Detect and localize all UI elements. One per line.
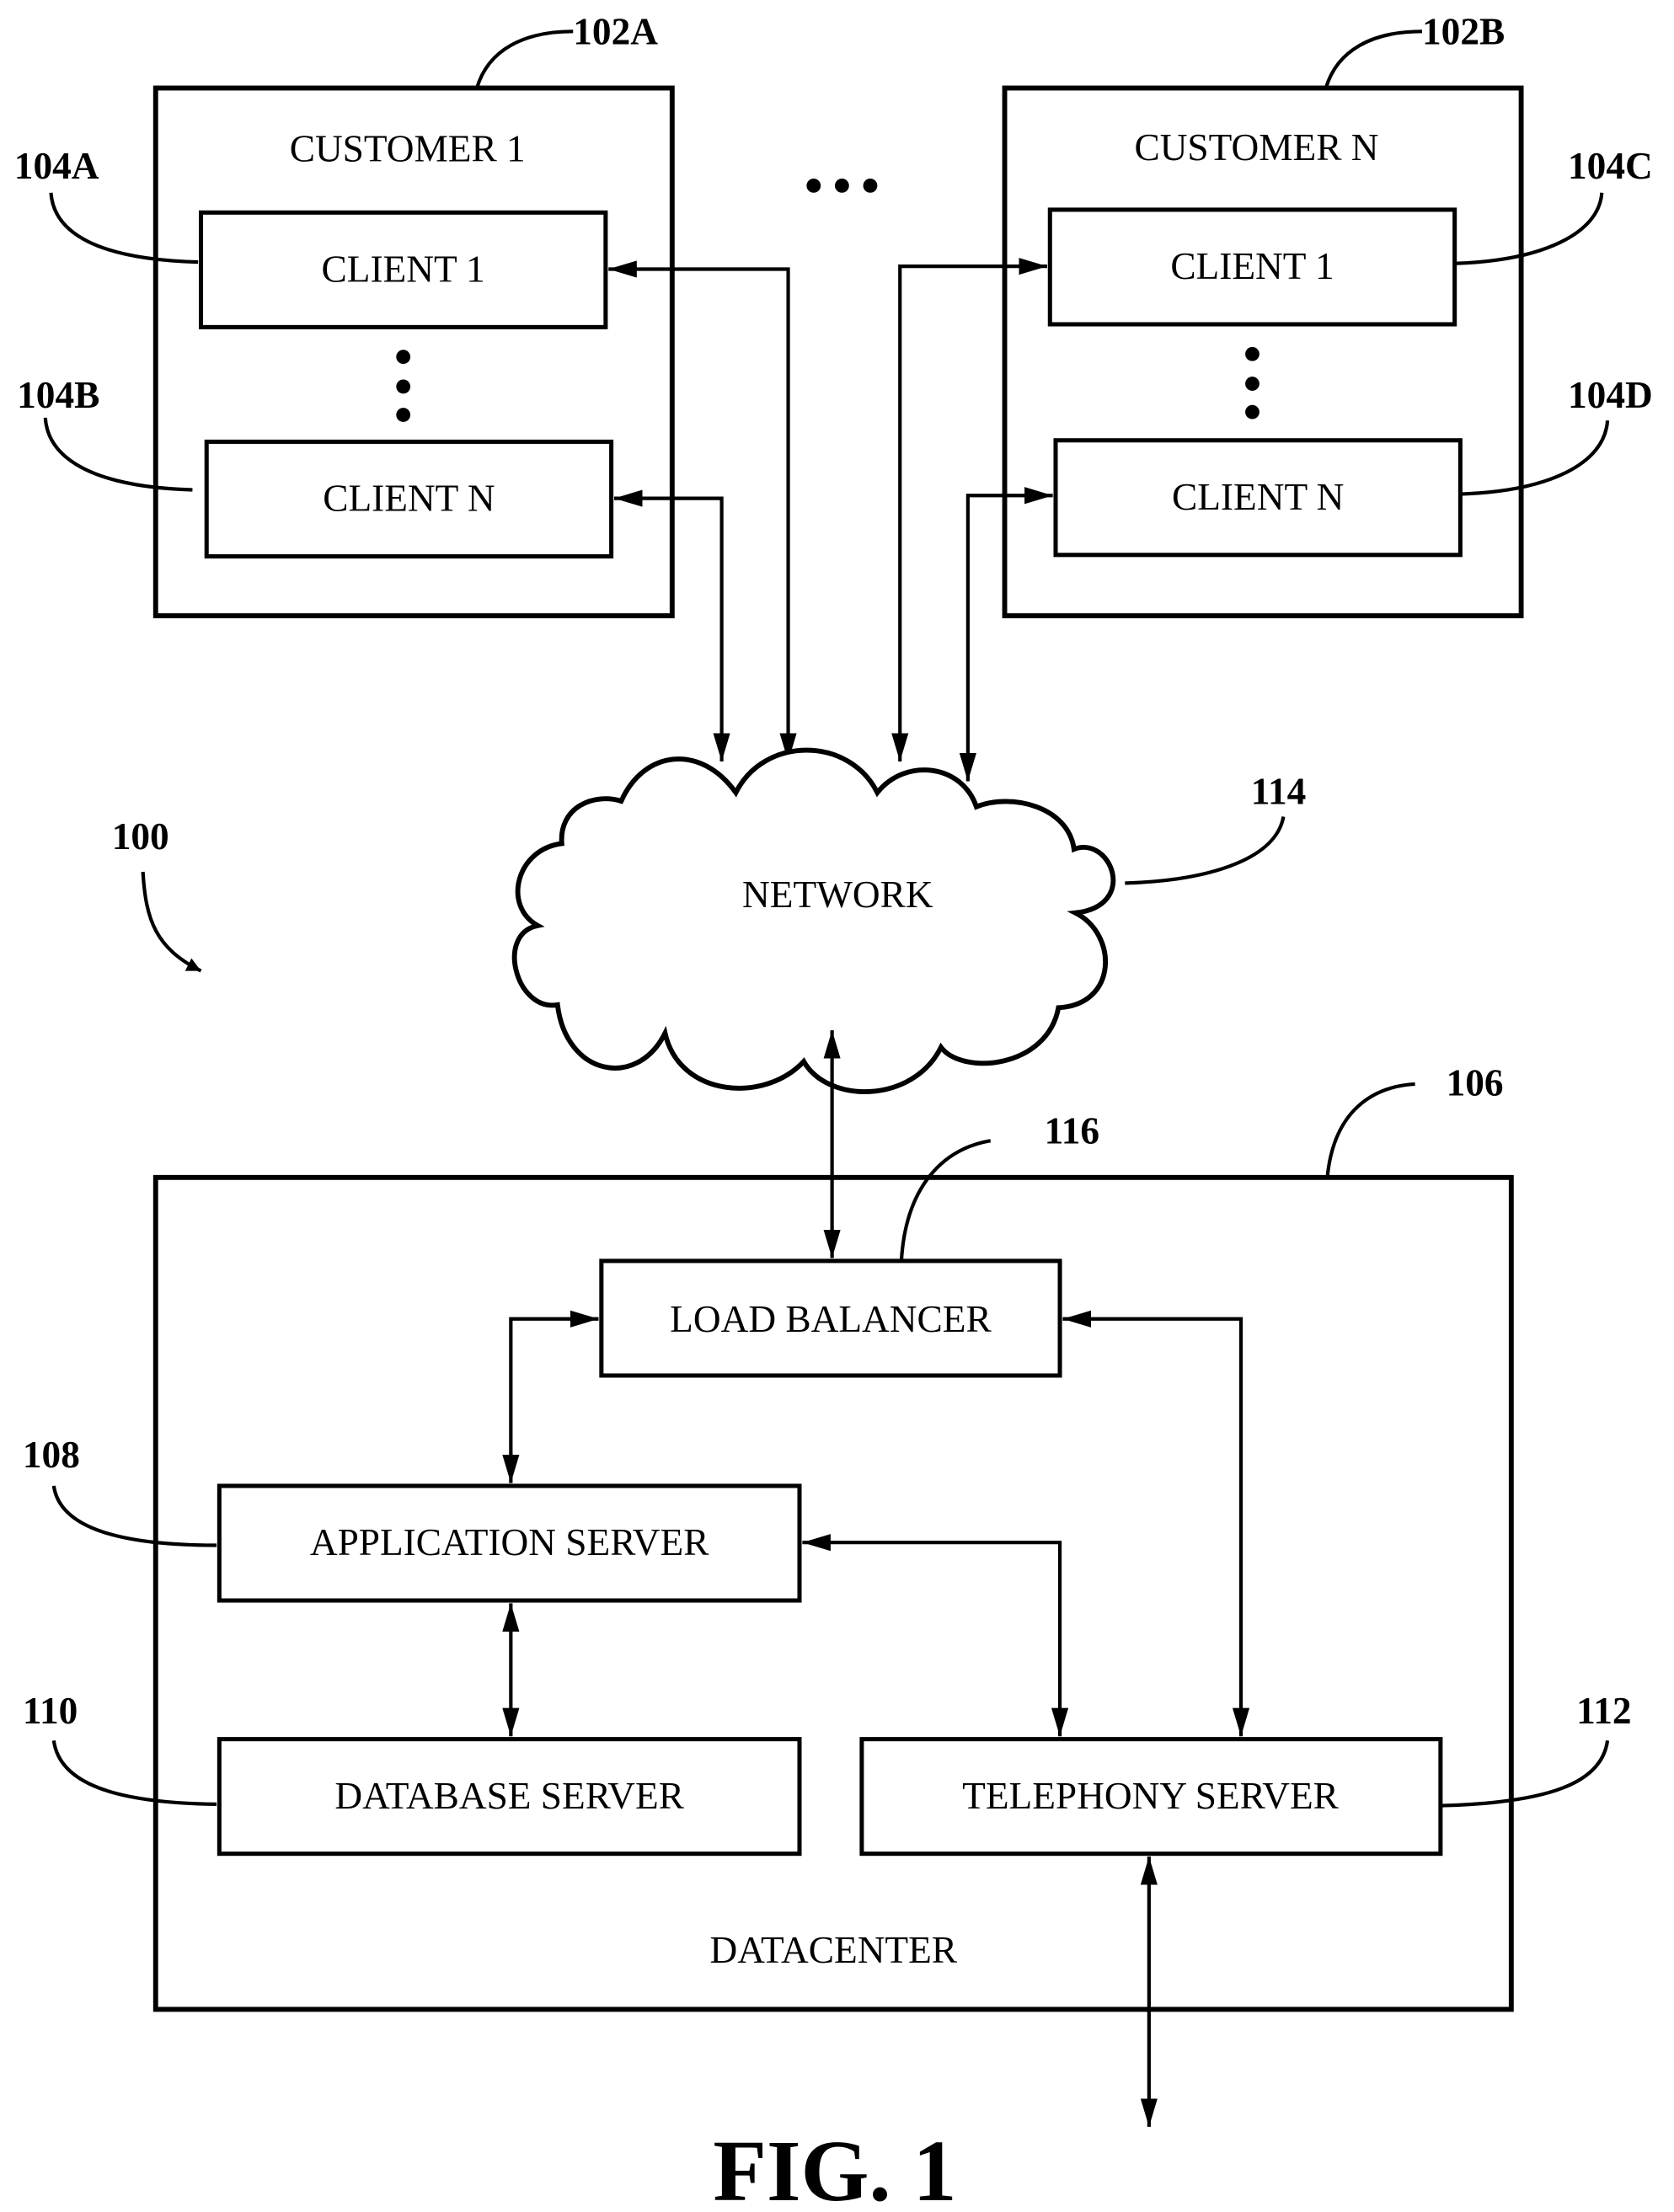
network-cloud [515,751,1114,1092]
client-network-connectors [608,266,1052,781]
customer-n-title: CUSTOMER N [1134,126,1378,168]
telephony-server-ref: 112 [1576,1690,1631,1732]
customer-1-title: CUSTOMER 1 [290,128,526,170]
customer-1-client-n-label: CLIENT N [323,478,495,520]
customer-n-client-1-label: CLIENT 1 [1170,245,1334,287]
database-server-ref: 110 [23,1690,78,1732]
figure-caption: FIG. 1 [713,2122,956,2212]
load-balancer-ref: 116 [1045,1110,1099,1152]
ellipsis-dot [1245,377,1260,391]
system-ref-group: 100 [112,815,201,970]
ellipsis-dot [396,380,410,394]
customer-n-ref-leader [1326,31,1422,88]
telephony-server-label: TELEPHONY SERVER [962,1775,1339,1817]
client-104c-ref: 104C [1568,145,1653,187]
application-server-label: APPLICATION SERVER [310,1521,709,1563]
customer-n-client-n-label: CLIENT N [1172,476,1344,518]
system-ref-arrow [143,872,201,971]
ellipsis-dot [1245,405,1260,419]
client-104b-ref: 104B [17,374,99,416]
ellipsis-dot [396,350,410,364]
ellipsis-dot [1245,347,1260,361]
network-ref: 114 [1251,770,1306,812]
network-cloud-group: NETWORK 114 [515,751,1307,1092]
network-label: NETWORK [742,874,933,916]
customer-n-ref: 102B [1422,10,1505,52]
datacenter-label: DATACENTER [710,1929,958,1971]
ellipsis-dot [396,408,410,422]
customer-1-ref: 102A [573,10,658,52]
customer-1-group: CUSTOMER 1 102A CLIENT 1 104A CLIENT N 1… [14,10,672,616]
datacenter-group: DATACENTER 106 LOAD BALANCER 116 APPLICA… [23,1030,1632,2127]
network-ref-leader [1125,817,1283,884]
database-server-label: DATABASE SERVER [334,1775,684,1817]
customer-1-ref-leader [477,31,573,88]
client-104a-ref: 104A [14,145,99,187]
datacenter-ref-leader [1327,1084,1415,1178]
customer-n-group: CUSTOMER N 102B CLIENT 1 104C CLIENT N 1… [1005,10,1653,616]
system-ref: 100 [112,815,169,858]
application-server-ref: 108 [23,1434,80,1476]
customers-ellipsis [806,179,877,193]
customer-1-client-1-label: CLIENT 1 [322,248,485,291]
datacenter-ref: 106 [1447,1061,1504,1103]
load-balancer-label: LOAD BALANCER [670,1298,992,1340]
client-104d-ref: 104D [1568,374,1653,416]
